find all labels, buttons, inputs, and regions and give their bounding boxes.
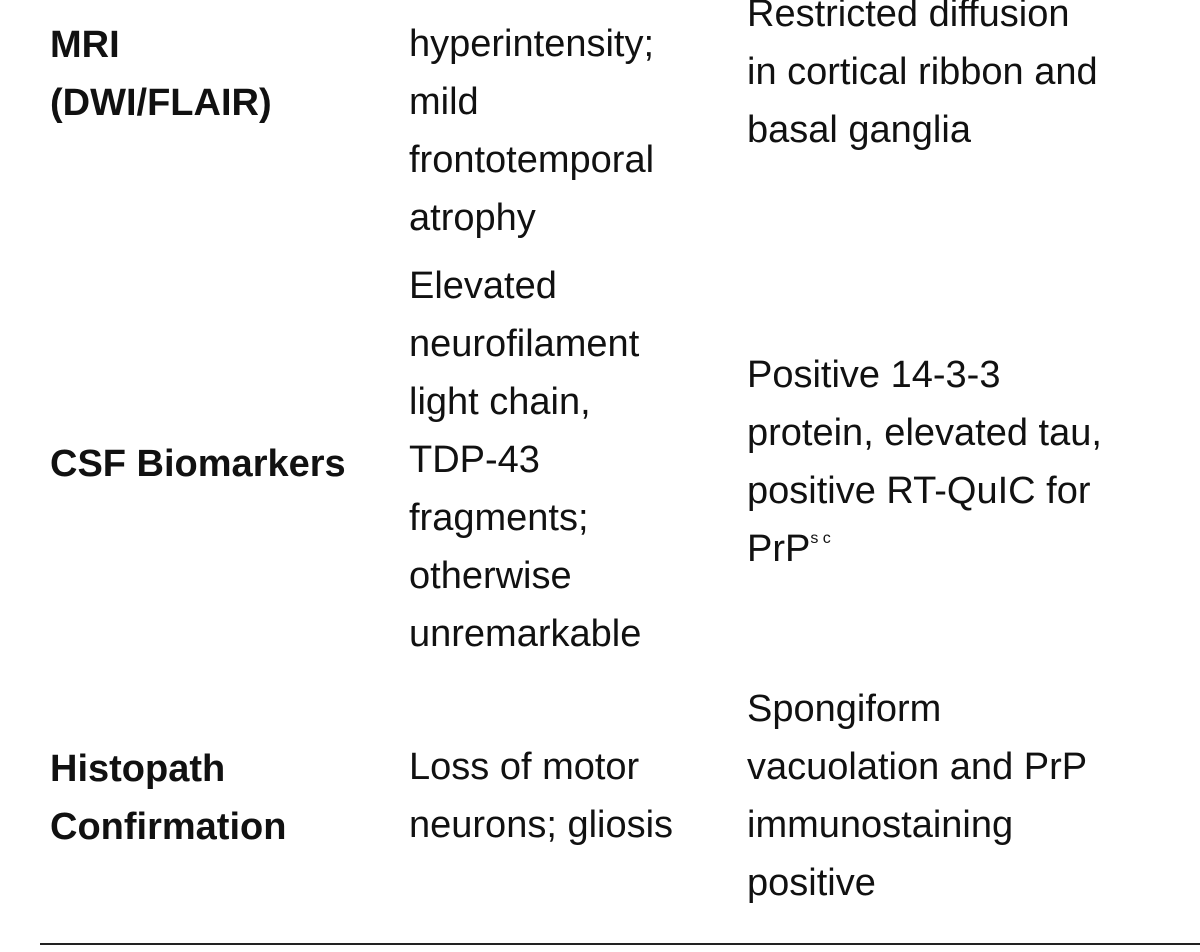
cell-line: positive RT-QuIC for [747,470,1091,512]
cell-line: neurons; gliosis [409,804,674,846]
prp-text: PrP [747,528,811,570]
mri-col3-cell: Restricted diffusion in cortical ribbon … [747,0,1098,159]
cell-line: TDP-43 [409,439,540,481]
cell-line-prp: PrPs c [747,520,1102,578]
cell-line: basal ganglia [747,109,971,151]
cell-line: Elevated [409,265,557,307]
histopath-col3-cell: Spongiform vacuolation and PrP immunosta… [747,680,1087,912]
prp-superscript: s c [810,530,831,547]
cell-line: Restricted diffusion [747,0,1070,35]
cell-line: otherwise [409,555,572,597]
row-label-csf-biomarkers: CSF Biomarkers [50,435,346,493]
cell-line: hyperintensity; [409,23,655,65]
cell-line: neurofilament [409,323,640,365]
cell-line: protein, elevated tau, [747,412,1102,454]
cell-line: mild [409,81,479,123]
row-label-line: CSF Biomarkers [50,443,346,485]
histopath-col2-cell: Loss of motor neurons; gliosis [409,738,673,854]
cell-line: in cortical ribbon and [747,51,1098,93]
row-label-line: MRI [50,24,120,66]
cell-line: unremarkable [409,613,642,655]
csf-col3-cell: Positive 14-3-3 protein, elevated tau, p… [747,346,1102,578]
row-label-histopath-confirmation: Histopath Confirmation [50,740,286,856]
row-label-line: (DWI/FLAIR) [50,82,272,124]
cell-line: immunostaining [747,804,1014,846]
cell-line: Spongiform [747,688,942,730]
cell-line: Positive 14-3-3 [747,354,1001,396]
cell-line: light chain, [409,381,591,423]
cell-line: Loss of motor [409,746,640,788]
row-label-line: Confirmation [50,806,287,848]
cell-line: positive [747,862,876,904]
cell-line: vacuolation and PrP [747,746,1088,788]
row-label-line: Histopath [50,748,226,790]
mri-col2-cell: hyperintensity; mild frontotemporal atro… [409,15,654,247]
cell-line: fragments; [409,497,589,539]
table-bottom-rule [40,943,1200,945]
cell-line: frontotemporal [409,139,655,181]
csf-col2-cell: Elevated neurofilament light chain, TDP-… [409,257,641,663]
row-label-mri: MRI (DWI/FLAIR) [50,16,272,132]
cell-line: atrophy [409,197,536,239]
